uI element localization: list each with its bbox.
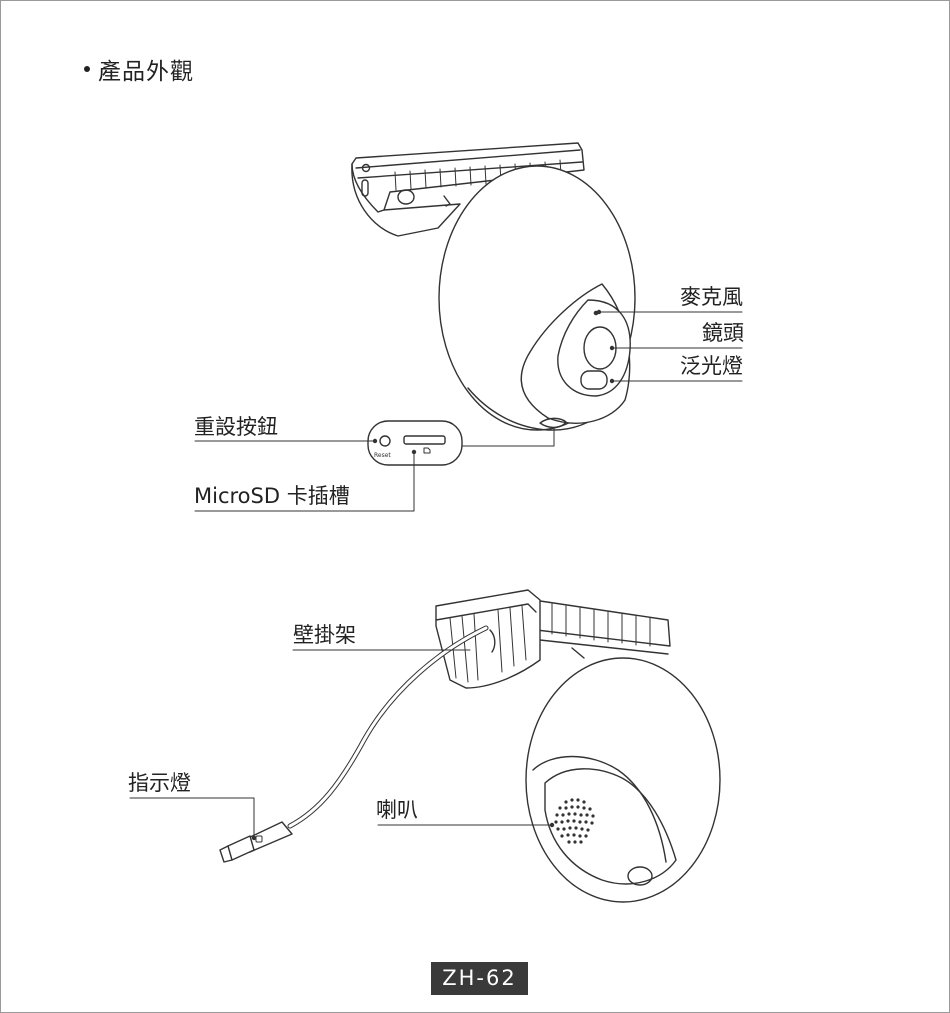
label-reset-button: 重設按鈕 [194, 414, 278, 440]
front-camera-drawing [352, 143, 635, 430]
label-speaker: 喇叭 [376, 797, 418, 823]
label-floodlight: 泛光燈 [680, 353, 743, 379]
reset-small-text: Reset [374, 452, 391, 459]
label-microphone: 麥克風 [680, 284, 743, 310]
label-microsd-slot: MicroSD 卡插槽 [194, 483, 350, 509]
label-lens: 鏡頭 [702, 320, 744, 346]
page-number: ZH-62 [431, 962, 528, 995]
label-wall-mount: 壁掛架 [293, 622, 356, 648]
label-indicator: 指示燈 [128, 770, 191, 796]
